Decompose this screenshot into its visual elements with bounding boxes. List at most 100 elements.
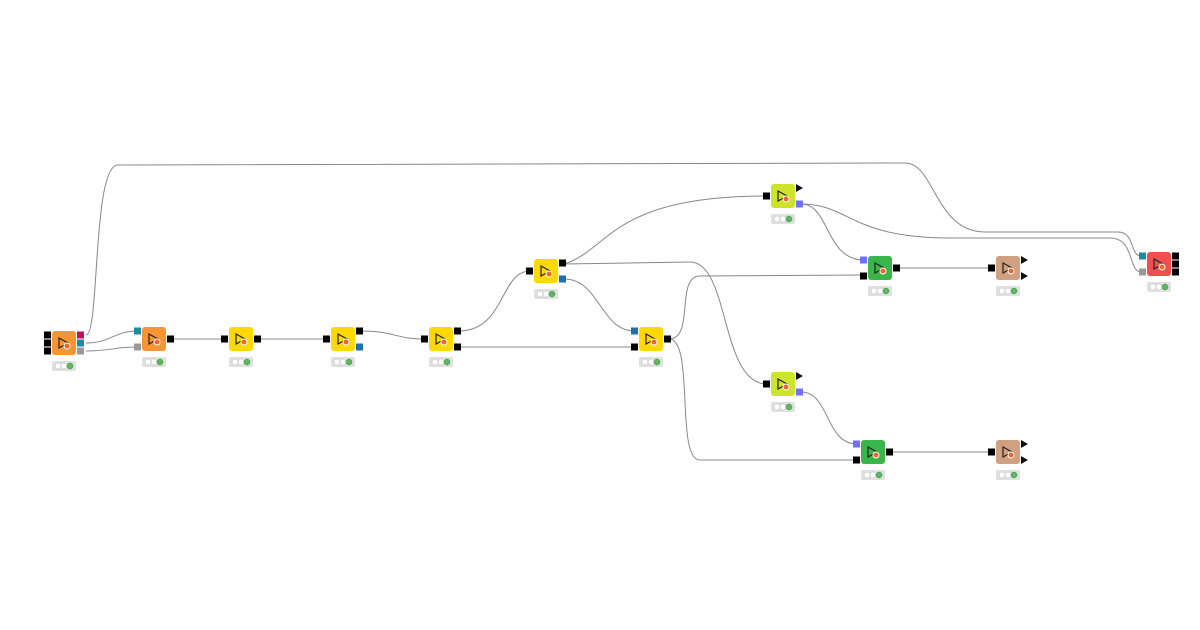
- connection[interactable]: [85, 162, 1142, 336]
- input-port[interactable]: [134, 343, 141, 351]
- status-light-icon: [156, 358, 164, 366]
- node-sink[interactable]: [1139, 252, 1179, 292]
- input-port[interactable]: [221, 335, 228, 343]
- node-scorer[interactable]: [988, 256, 1028, 296]
- status-light-icon: [863, 471, 871, 479]
- connection[interactable]: [563, 195, 768, 265]
- input-port[interactable]: [763, 380, 770, 388]
- input-port[interactable]: [763, 192, 770, 200]
- status-light-icon: [1161, 283, 1169, 291]
- output-port[interactable]: [796, 184, 803, 192]
- output-port[interactable]: [1021, 456, 1028, 464]
- output-port[interactable]: [454, 327, 461, 335]
- connection[interactable]: [360, 330, 426, 340]
- node-body[interactable]: [229, 327, 253, 351]
- output-port[interactable]: [77, 347, 84, 355]
- status-light-icon: [1010, 471, 1018, 479]
- output-port[interactable]: [559, 275, 566, 283]
- input-port[interactable]: [988, 448, 995, 456]
- node-predictor[interactable]: [860, 256, 900, 296]
- connection[interactable]: [85, 346, 138, 352]
- connection[interactable]: [563, 278, 636, 332]
- output-port[interactable]: [1172, 268, 1179, 276]
- input-port[interactable]: [1139, 268, 1146, 276]
- node-status: [771, 402, 795, 412]
- connection[interactable]: [800, 203, 1142, 273]
- output-port[interactable]: [356, 343, 363, 351]
- node-body[interactable]: [1147, 252, 1171, 276]
- input-port[interactable]: [134, 327, 141, 335]
- node-predictor[interactable]: [853, 440, 893, 480]
- output-port[interactable]: [1172, 252, 1179, 260]
- output-port[interactable]: [1021, 440, 1028, 448]
- output-port[interactable]: [1021, 272, 1028, 280]
- input-port[interactable]: [526, 267, 533, 275]
- output-port[interactable]: [77, 331, 84, 339]
- scorer-icon: [1002, 261, 1015, 275]
- input-port[interactable]: [421, 335, 428, 343]
- status-light-icon: [333, 358, 341, 366]
- node-body[interactable]: [868, 256, 892, 280]
- output-port[interactable]: [1021, 256, 1028, 264]
- output-port[interactable]: [796, 388, 803, 396]
- node-source[interactable]: [134, 327, 174, 367]
- manipulator-icon: [645, 332, 658, 346]
- node-body[interactable]: [861, 440, 885, 464]
- input-port[interactable]: [988, 264, 995, 272]
- node-learner[interactable]: [763, 372, 803, 412]
- input-port[interactable]: [853, 440, 860, 448]
- node-body[interactable]: [331, 327, 355, 351]
- status-light-icon: [542, 290, 550, 298]
- node-body[interactable]: [996, 440, 1020, 464]
- node-body[interactable]: [771, 372, 795, 396]
- status-light-icon: [431, 358, 439, 366]
- connection[interactable]: [668, 274, 865, 340]
- node-scorer[interactable]: [988, 440, 1028, 480]
- input-port[interactable]: [44, 331, 51, 339]
- node-status: [142, 357, 166, 367]
- node-body[interactable]: [142, 327, 166, 351]
- input-port[interactable]: [860, 256, 867, 264]
- node-body[interactable]: [639, 327, 663, 351]
- node-manipulator[interactable]: [421, 327, 461, 367]
- connection[interactable]: [800, 203, 865, 261]
- connection[interactable]: [458, 270, 531, 332]
- output-port[interactable]: [454, 343, 461, 351]
- output-port[interactable]: [1172, 260, 1179, 268]
- status-light-icon: [998, 471, 1006, 479]
- input-port[interactable]: [1139, 252, 1146, 260]
- node-learner[interactable]: [763, 184, 803, 224]
- node-manipulator[interactable]: [221, 327, 261, 367]
- node-manipulator[interactable]: [526, 259, 566, 299]
- connection[interactable]: [85, 330, 138, 344]
- connection[interactable]: [668, 338, 857, 461]
- output-port[interactable]: [796, 372, 803, 380]
- node-body[interactable]: [52, 331, 76, 355]
- output-port[interactable]: [559, 259, 566, 267]
- node-manipulator[interactable]: [631, 327, 671, 367]
- input-port[interactable]: [44, 339, 51, 347]
- connection[interactable]: [563, 261, 768, 385]
- input-port[interactable]: [631, 327, 638, 335]
- node-body[interactable]: [996, 256, 1020, 280]
- node-body[interactable]: [771, 184, 795, 208]
- input-port[interactable]: [860, 272, 867, 280]
- output-port[interactable]: [77, 339, 84, 347]
- output-port[interactable]: [893, 264, 900, 272]
- node-body[interactable]: [534, 259, 558, 283]
- output-port[interactable]: [796, 200, 803, 208]
- input-port[interactable]: [853, 456, 860, 464]
- node-manipulator[interactable]: [323, 327, 363, 367]
- input-port[interactable]: [323, 335, 330, 343]
- output-port[interactable]: [254, 335, 261, 343]
- output-port[interactable]: [167, 335, 174, 343]
- node-body[interactable]: [429, 327, 453, 351]
- output-port[interactable]: [356, 327, 363, 335]
- node-source[interactable]: [44, 331, 84, 371]
- output-port[interactable]: [664, 335, 671, 343]
- connection[interactable]: [800, 391, 858, 445]
- output-port[interactable]: [886, 448, 893, 456]
- input-port[interactable]: [631, 343, 638, 351]
- input-port[interactable]: [44, 347, 51, 355]
